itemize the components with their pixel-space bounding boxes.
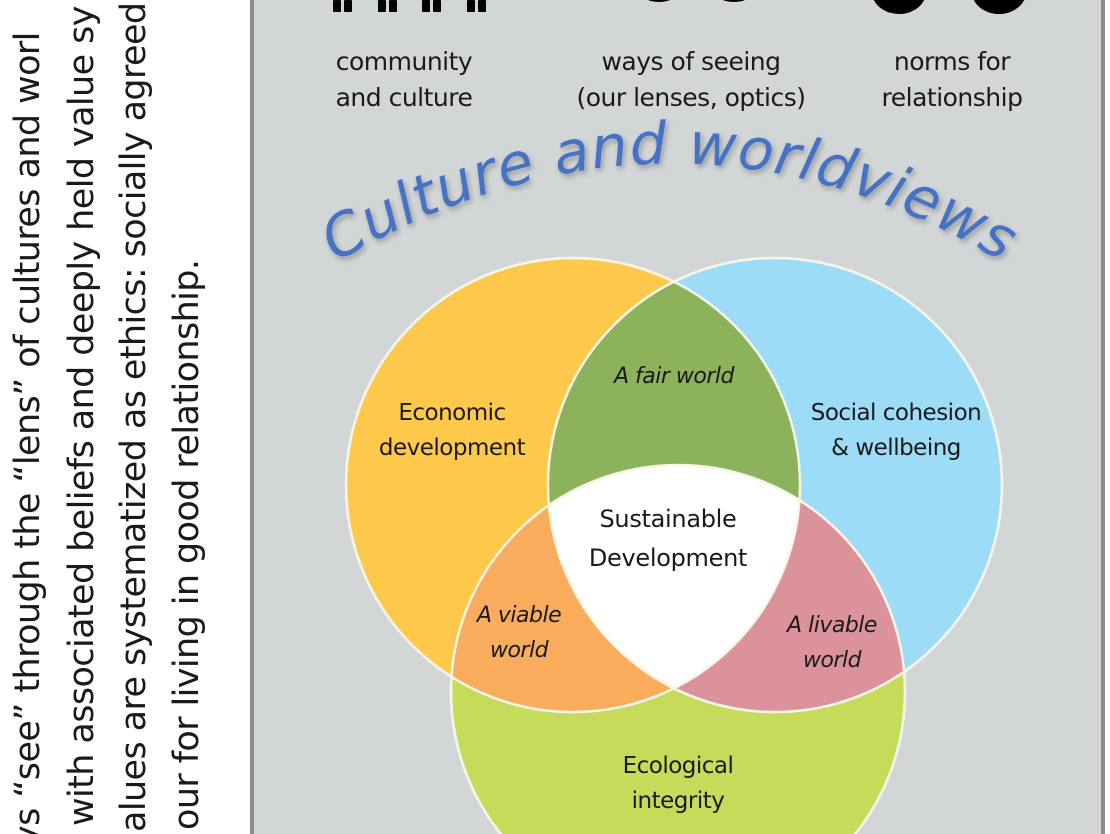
label-fair: A fair world <box>612 364 736 389</box>
label-viable-2: world <box>490 638 550 663</box>
two-heads-icon <box>873 0 1025 14</box>
text-line-3: alues are systematized as ethics: social… <box>114 2 154 832</box>
caption-ways-of-seeing: ways of seeing (our lenses, optics) <box>576 47 806 112</box>
left-text-panel: ys “see” through the “lens” of cultures … <box>0 0 250 834</box>
label-ecological-2: integrity <box>632 788 725 814</box>
label-center-1: Sustainable <box>599 505 736 533</box>
rotated-text-block: ys “see” through the “lens” of cultures … <box>0 0 250 834</box>
right-margin <box>1105 0 1110 834</box>
label-center-2: Development <box>589 544 747 572</box>
eyeglasses-icon <box>647 0 746 2</box>
venn-diagram: Culture and worldviews Economic <box>309 109 1029 834</box>
text-line-1: ys “see” through the “lens” of cultures … <box>8 32 48 834</box>
diagram-panel: community and culture ways of seeing (ou… <box>254 0 1102 834</box>
label-economic-2: development <box>379 435 526 461</box>
top-icons-strip <box>333 0 1025 14</box>
people-group-icon <box>333 0 486 12</box>
label-viable-1: A viable <box>475 603 561 628</box>
diagram-title: Culture and worldviews <box>309 109 1029 274</box>
text-line-2: with associated beliefs and deeply held … <box>62 6 102 826</box>
caption-norms: norms for relationship <box>881 47 1023 112</box>
label-social-2: & wellbeing <box>831 435 961 461</box>
left-border <box>250 0 254 834</box>
caption-community: community and culture <box>335 47 473 112</box>
right-border <box>1101 0 1105 834</box>
label-ecological-1: Ecological <box>623 753 734 779</box>
label-livable-1: A livable <box>785 613 877 638</box>
label-social-1: Social cohesion <box>811 400 981 426</box>
text-line-4: our for living in good relationship. <box>167 259 207 830</box>
label-livable-2: world <box>803 648 863 673</box>
label-economic-1: Economic <box>398 400 505 426</box>
